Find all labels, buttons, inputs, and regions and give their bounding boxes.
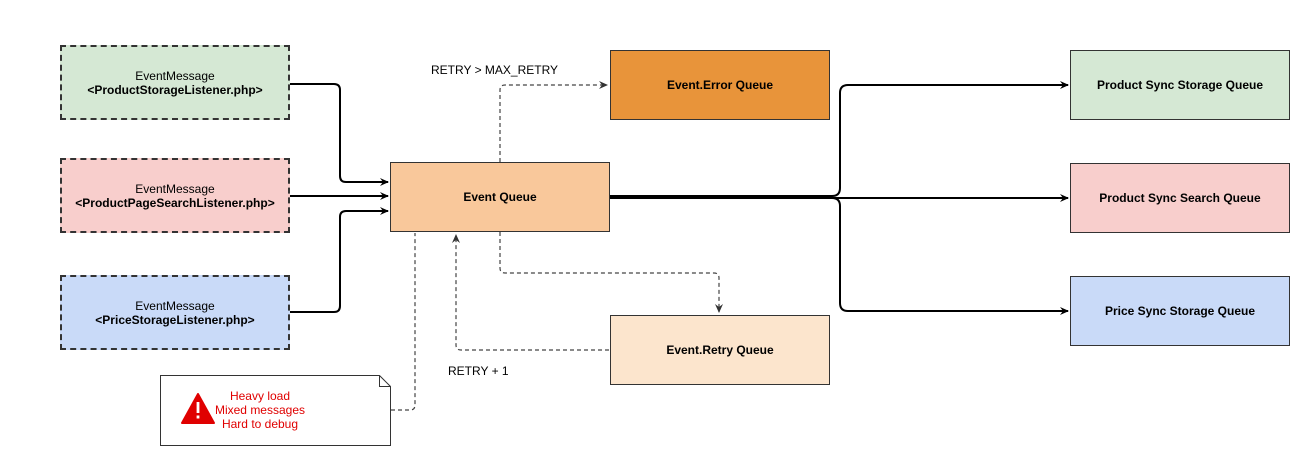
product-sync-storage-queue[interactable]: Product Sync Storage Queue — [1070, 50, 1290, 120]
edge-note-to-event — [391, 233, 416, 411]
producer-price-storage[interactable]: EventMessage <PriceStorageListener.php> — [60, 275, 290, 350]
event-error-queue-label: Event.Error Queue — [666, 78, 774, 92]
consumer-label: Price Sync Storage Queue — [1104, 304, 1256, 318]
warning-note: Heavy load Mixed messages Hard to debug — [200, 389, 320, 431]
producer-name: EventMessage — [135, 181, 215, 196]
event-retry-queue[interactable]: Event.Retry Queue — [610, 315, 830, 385]
edge-product-storage-to-event — [290, 83, 389, 186]
event-queue[interactable]: Event Queue — [390, 162, 610, 232]
note-fold — [379, 375, 391, 387]
producer-product-storage[interactable]: EventMessage <ProductStorageListener.php… — [60, 45, 290, 120]
price-sync-storage-queue[interactable]: Price Sync Storage Queue — [1070, 276, 1290, 346]
edge-event-to-price-sync-storage — [610, 197, 1069, 315]
product-sync-search-queue[interactable]: Product Sync Search Queue — [1070, 163, 1290, 233]
retry-plus-one-label: RETRY + 1 — [448, 364, 509, 378]
warning-icon — [181, 393, 215, 424]
edge-price-storage-to-event — [290, 207, 389, 313]
producer-product-page-search[interactable]: EventMessage <ProductPageSearchListener.… — [60, 158, 290, 233]
producer-name: EventMessage — [135, 298, 215, 313]
edge-event-to-product-sync-storage — [610, 81, 1069, 197]
event-queue-label: Event Queue — [463, 190, 537, 204]
event-retry-queue-label: Event.Retry Queue — [666, 343, 774, 357]
event-error-queue[interactable]: Event.Error Queue — [610, 50, 830, 120]
edge-retry-to-event — [452, 234, 609, 351]
producer-listener: <ProductStorageListener.php> — [87, 82, 263, 97]
producer-name: EventMessage — [135, 68, 215, 83]
edge-event-to-retry — [499, 232, 723, 313]
note-line-heavy-load: Heavy load — [229, 389, 291, 403]
note-line-hard-to-debug: Hard to debug — [221, 417, 299, 431]
note-shape — [160, 375, 391, 446]
producer-listener: <ProductPageSearchListener.php> — [75, 195, 275, 210]
producer-listener: <PriceStorageListener.php> — [95, 312, 255, 327]
consumer-label: Product Sync Storage Queue — [1096, 78, 1264, 92]
note-line-mixed-messages: Mixed messages — [214, 403, 306, 417]
max-retry-label: RETRY > MAX_RETRY — [431, 63, 559, 77]
consumer-label: Product Sync Search Queue — [1099, 191, 1261, 205]
edge-event-to-error — [499, 81, 608, 162]
